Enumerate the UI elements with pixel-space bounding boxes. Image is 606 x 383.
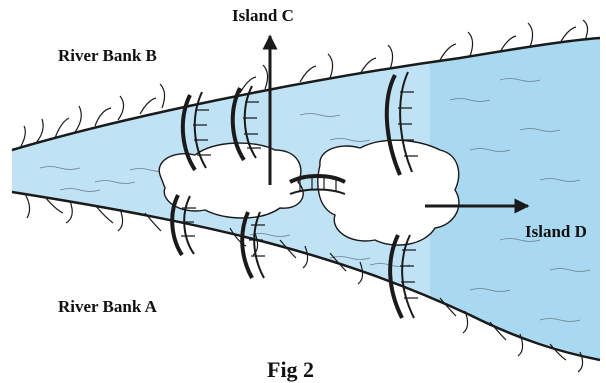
label-island-d: Island D (525, 222, 587, 242)
figure-caption: Fig 2 (267, 357, 314, 383)
island-c (159, 143, 303, 218)
label-island-c: Island C (232, 6, 294, 26)
label-river-bank-b: River Bank B (58, 46, 157, 66)
label-river-bank-a: River Bank A (58, 297, 157, 317)
